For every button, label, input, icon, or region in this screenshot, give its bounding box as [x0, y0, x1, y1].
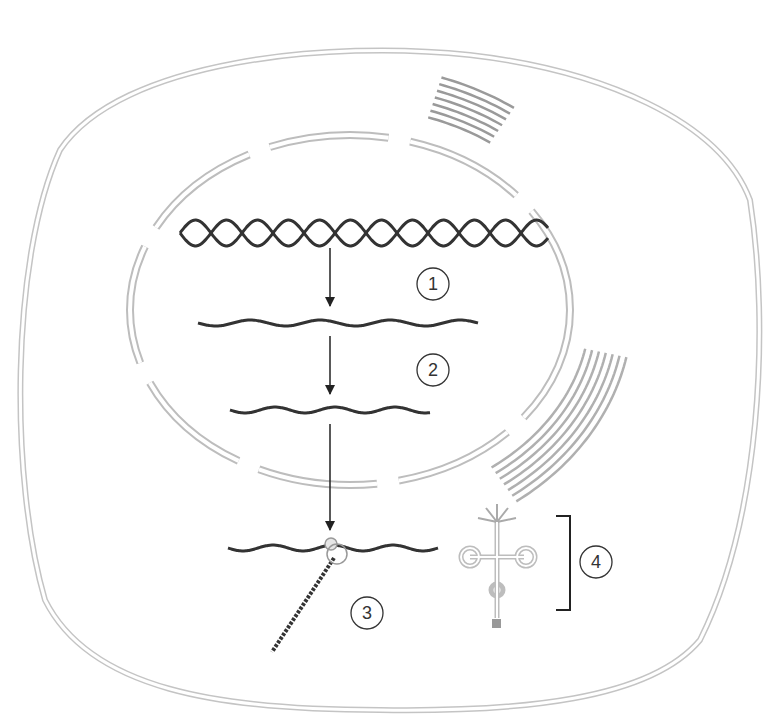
amino-acid: [492, 619, 501, 628]
endoplasmic-reticulum: [428, 77, 626, 501]
transcription-arrow: [329, 248, 331, 306]
er-cisterna: [512, 356, 619, 496]
nuclear-envelope-inner: [130, 135, 570, 485]
callout-number: 2: [418, 355, 448, 385]
ribosome-large: [327, 544, 347, 564]
er-cisterna: [516, 357, 626, 501]
export-arrow: [329, 424, 331, 530]
dna-strand: [180, 220, 548, 246]
dna-strand: [180, 220, 548, 246]
callout-number: 3: [352, 598, 382, 628]
mrna-strand: [230, 407, 430, 413]
nuclear-envelope: [130, 135, 570, 485]
processing-arrow: [329, 336, 331, 394]
callout-number: 1: [418, 269, 448, 299]
cell-membrane-inner: [20, 50, 759, 710]
polypeptide-chain: [272, 558, 334, 652]
dna-double-helix: [180, 220, 548, 246]
trna: [461, 504, 535, 618]
mrna-strands: [198, 320, 478, 551]
mrna-strand: [198, 320, 478, 326]
callout-circles: [351, 268, 612, 629]
cell-membrane: [20, 50, 759, 710]
bracket: [556, 516, 570, 610]
trna-inner: [461, 522, 535, 618]
er-cisterna: [441, 77, 513, 107]
callout-number: 4: [581, 547, 611, 577]
